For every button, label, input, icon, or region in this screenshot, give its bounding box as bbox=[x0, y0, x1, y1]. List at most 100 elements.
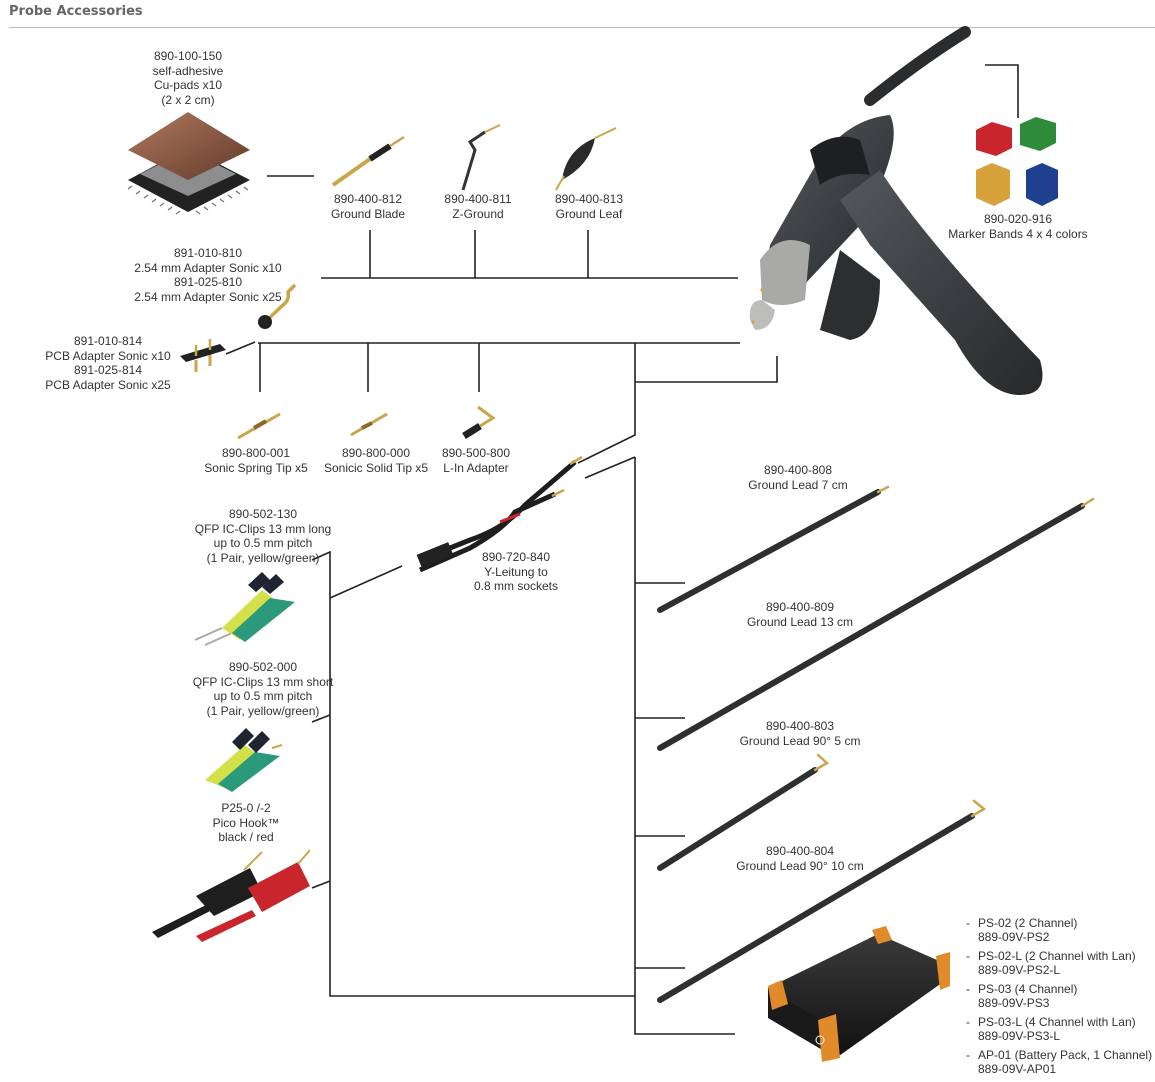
marker-bands-part-number: 890-020-916 bbox=[983, 212, 1053, 226]
spring-tip-label: 890-800-001 Sonic Spring Tip x5 bbox=[196, 446, 316, 475]
page-title: Probe Accessories bbox=[9, 4, 143, 19]
list-item: -AP-01 (Battery Pack, 1 Channel) 889-09V… bbox=[966, 1048, 1153, 1076]
qfp-short-line-3: up to 0.5 mm pitch bbox=[213, 689, 313, 703]
solid-tip-part-number: 890-800-000 bbox=[341, 446, 411, 460]
ground-blade-label: 890-400-812 Ground Blade bbox=[318, 192, 418, 221]
lead-90-5-name: Ground Lead 90° 5 cm bbox=[739, 733, 861, 748]
power-supply-code: 889-09V-PS2-L bbox=[978, 962, 1061, 977]
ground-blade-part-number: 890-400-812 bbox=[333, 192, 403, 206]
l-in-adapter-name: L-In Adapter bbox=[443, 460, 509, 475]
qfp-long-line-3: up to 0.5 mm pitch bbox=[213, 536, 313, 550]
qfp-long-part-number: 890-502-130 bbox=[228, 507, 298, 521]
lead-90-10-name: Ground Lead 90° 10 cm bbox=[736, 858, 864, 873]
ground-blade-image bbox=[331, 135, 405, 187]
adapter-sonic-label: 891-010-810 2.54 mm Adapter Sonic x10 89… bbox=[118, 246, 298, 304]
power-supply-code: 889-09V-PS2 bbox=[978, 929, 1050, 944]
qfp-clips-short-image bbox=[205, 728, 283, 792]
pcb-adapter-part-number-2: 891-025-814 bbox=[73, 363, 143, 377]
l-in-adapter-label: 890-500-800 L-In Adapter bbox=[426, 446, 526, 475]
z-ground-image bbox=[461, 124, 501, 191]
spring-tip-name: Sonic Spring Tip x5 bbox=[204, 460, 308, 475]
adapter-sonic-name-1: 2.54 mm Adapter Sonic x10 bbox=[134, 260, 282, 275]
pico-hook-name: Pico Hook™ bbox=[212, 815, 280, 830]
lead-7-name: Ground Lead 7 cm bbox=[748, 477, 848, 492]
list-item: -PS-03-L (4 Channel with Lan) 889-09V-PS… bbox=[966, 1015, 1152, 1043]
pico-hook-part-number: P25-0 /-2 bbox=[221, 801, 271, 815]
adapter-sonic-part-number-1: 891-010-810 bbox=[173, 246, 243, 260]
l-in-adapter-part-number: 890-500-800 bbox=[441, 446, 511, 460]
ground-leads-image bbox=[657, 485, 1095, 1003]
cu-pads-part-number: 890-100-150 bbox=[153, 49, 223, 63]
qfp-clips-long-image bbox=[194, 572, 295, 646]
list-bullet: - bbox=[966, 916, 970, 930]
probe-image bbox=[749, 26, 1043, 395]
power-supply-code: 889-09V-AP01 bbox=[978, 1061, 1057, 1076]
z-ground-label: 890-400-811 Z-Ground bbox=[428, 192, 528, 221]
pcb-adapter-name-1: PCB Adapter Sonic x10 bbox=[45, 348, 171, 363]
list-bullet: - bbox=[966, 1048, 970, 1062]
power-supply-code: 889-09V-PS3 bbox=[978, 995, 1050, 1010]
lead-90-10-label: 890-400-804 Ground Lead 90° 10 cm bbox=[725, 844, 875, 873]
lead-13-name: Ground Lead 13 cm bbox=[746, 614, 854, 629]
ground-leaf-part-number: 890-400-813 bbox=[554, 192, 624, 206]
pcb-adapter-part-number-1: 891-010-814 bbox=[73, 334, 143, 348]
list-bullet: - bbox=[966, 982, 970, 996]
marker-bands-image bbox=[976, 117, 1058, 206]
pico-hook-colors: black / red bbox=[218, 830, 274, 844]
cu-pads-line-2: self-adhesive bbox=[152, 63, 224, 78]
adapter-sonic-name-2: 2.54 mm Adapter Sonic x25 bbox=[134, 289, 282, 304]
spring-tip-image bbox=[237, 412, 281, 440]
y-leitung-line-2: Y-Leitung to bbox=[484, 564, 548, 579]
power-supply-code: 889-09V-PS3-L bbox=[978, 1028, 1061, 1043]
z-ground-name: Z-Ground bbox=[452, 206, 504, 221]
solid-tip-image bbox=[350, 412, 388, 437]
pico-hook-label: P25-0 /-2 Pico Hook™ black / red bbox=[196, 801, 296, 845]
adapter-sonic-image bbox=[258, 283, 297, 329]
pcb-adapter-name-2: PCB Adapter Sonic x25 bbox=[45, 377, 171, 392]
power-supply-image bbox=[768, 926, 950, 1062]
y-leitung-line-3: 0.8 mm sockets bbox=[473, 579, 559, 593]
ground-leaf-name: Ground Leaf bbox=[555, 206, 623, 221]
adapter-sonic-part-number-2: 891-025-810 bbox=[173, 275, 243, 289]
power-supply-name: PS-02-L (2 Channel with Lan) bbox=[978, 949, 1136, 963]
pico-hook-image bbox=[152, 849, 311, 942]
ground-leaf-image bbox=[555, 127, 617, 191]
cu-pads-line-3: Cu-pads x10 bbox=[153, 78, 223, 92]
lead-7-label: 890-400-808 Ground Lead 7 cm bbox=[738, 463, 858, 492]
power-supply-name: AP-01 (Battery Pack, 1 Channel) bbox=[978, 1048, 1153, 1062]
cu-pads-line-4: (2 x 2 cm) bbox=[161, 92, 215, 107]
marker-bands-name: Marker Bands 4 x 4 colors bbox=[948, 226, 1088, 241]
lead-90-5-label: 890-400-803 Ground Lead 90° 5 cm bbox=[730, 719, 870, 748]
qfp-short-line-2: QFP IC-Clips 13 mm short bbox=[192, 674, 334, 689]
list-bullet: - bbox=[966, 949, 970, 963]
y-leitung-part-number: 890-720-840 bbox=[481, 550, 551, 564]
power-supply-name: PS-03-L (4 Channel with Lan) bbox=[978, 1015, 1136, 1029]
connector-lines bbox=[225, 64, 1019, 1035]
spring-tip-part-number: 890-800-001 bbox=[221, 446, 291, 460]
lead-13-label: 890-400-809 Ground Lead 13 cm bbox=[735, 600, 865, 629]
pcb-adapter-label: 891-010-814 PCB Adapter Sonic x10 891-02… bbox=[38, 334, 178, 392]
cu-pads-label: 890-100-150 self-adhesive Cu-pads x10 (2… bbox=[143, 49, 233, 107]
l-in-adapter-image bbox=[462, 405, 496, 439]
solid-tip-label: 890-800-000 Sonicic Solid Tip x5 bbox=[316, 446, 436, 475]
qfp-long-label: 890-502-130 QFP IC-Clips 13 mm long up t… bbox=[173, 507, 353, 565]
power-supply-name: PS-03 (4 Channel) bbox=[978, 982, 1078, 996]
y-leitung-label: 890-720-840 Y-Leitung to 0.8 mm sockets bbox=[456, 550, 576, 594]
qfp-long-line-4: (1 Pair, yellow/green) bbox=[206, 550, 320, 565]
cu-pads-image bbox=[127, 112, 250, 215]
ground-leaf-label: 890-400-813 Ground Leaf bbox=[539, 192, 639, 221]
power-supply-name: PS-02 (2 Channel) bbox=[978, 916, 1078, 930]
title-divider bbox=[9, 27, 1155, 28]
marker-bands-label: 890-020-916 Marker Bands 4 x 4 colors bbox=[938, 212, 1098, 241]
list-item: -PS-02 (2 Channel) 889-09V-PS2 bbox=[966, 916, 1152, 944]
qfp-short-part-number: 890-502-000 bbox=[228, 660, 298, 674]
power-supply-list: -PS-02 (2 Channel) 889-09V-PS2 -PS-02-L … bbox=[966, 916, 1153, 1082]
z-ground-part-number: 890-400-811 bbox=[444, 192, 512, 206]
qfp-long-line-2: QFP IC-Clips 13 mm long bbox=[194, 521, 332, 536]
y-leitung-image bbox=[416, 455, 583, 573]
lead-90-5-part-number: 890-400-803 bbox=[765, 719, 835, 733]
lead-90-10-part-number: 890-400-804 bbox=[765, 844, 835, 858]
lead-7-part-number: 890-400-808 bbox=[763, 463, 833, 477]
pcb-adapter-image bbox=[180, 339, 226, 372]
